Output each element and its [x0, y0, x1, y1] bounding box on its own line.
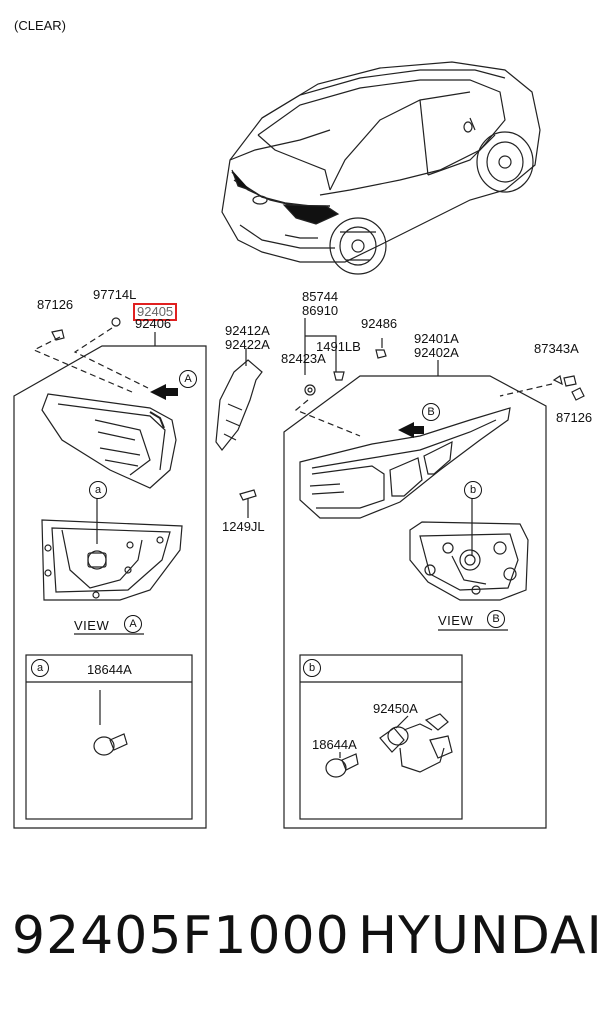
vehicle-illustration	[221, 61, 541, 275]
box-a-marker: a	[31, 659, 49, 677]
left-assembly-frame	[13, 327, 207, 829]
lamp-bracket	[215, 348, 263, 451]
fastener-1491lb	[333, 371, 345, 381]
label-97714l: 97714L	[93, 287, 137, 302]
view-b-drawing	[409, 498, 529, 631]
label-92450a: 92450A	[373, 701, 418, 716]
outer-tail-lamp	[299, 407, 511, 519]
callout-view-b: B	[422, 403, 440, 421]
label-92486: 92486	[361, 316, 398, 331]
bulb-a-illustration	[93, 690, 128, 756]
inner-tail-lamp	[41, 393, 177, 489]
right-assembly-frame	[283, 360, 553, 829]
bulb-b-illustration	[325, 752, 359, 778]
view-a-word: VIEW	[74, 618, 110, 633]
callout-view-a: A	[179, 370, 197, 388]
label-87126-right: 87126	[556, 410, 593, 425]
view-b-letter: B	[487, 610, 505, 628]
fastener-87343a	[552, 375, 577, 387]
fastener-87126-right	[571, 387, 585, 401]
label-92402a: 92402A	[414, 345, 459, 360]
detail-box-a	[25, 654, 193, 820]
label-1249jl: 1249JL	[222, 519, 265, 534]
fastener-82423a	[304, 384, 316, 396]
header-note: (CLEAR)	[14, 18, 67, 33]
view-b-word: VIEW	[438, 613, 474, 628]
footer-brand-name: HYUNDAI	[358, 906, 603, 966]
highlighted-part-label: 92405	[133, 303, 178, 321]
label-85744: 85744	[302, 289, 339, 304]
box-b-marker: b	[303, 659, 321, 677]
label-92406: 92406	[135, 316, 172, 331]
socket-wiring-illustration	[379, 713, 453, 773]
label-82423a: 82423A	[281, 351, 326, 366]
callout-detail-b: b	[464, 481, 482, 499]
fastener-97714l	[111, 317, 121, 327]
label-87126-left: 87126	[37, 297, 74, 312]
label-86910: 86910	[302, 303, 339, 318]
footer-part-number: 92405F1000	[12, 906, 350, 966]
fastener-87126-left	[51, 329, 65, 341]
label-18644a-box-a: 18644A	[87, 662, 132, 677]
view-a-letter: A	[124, 615, 142, 633]
label-92401a: 92401A	[414, 331, 459, 346]
label-18644a-box-b: 18644A	[312, 737, 357, 752]
fastener-92486	[375, 338, 387, 359]
label-1491lb: 1491LB	[316, 339, 361, 354]
callout-detail-a: a	[89, 481, 107, 499]
screw-1249jl	[239, 489, 257, 518]
view-a-drawing	[41, 498, 183, 635]
label-87343a: 87343A	[534, 341, 579, 356]
label-92422a: 92422A	[225, 337, 270, 352]
label-92412a: 92412A	[225, 323, 270, 338]
detail-box-b	[299, 654, 463, 820]
